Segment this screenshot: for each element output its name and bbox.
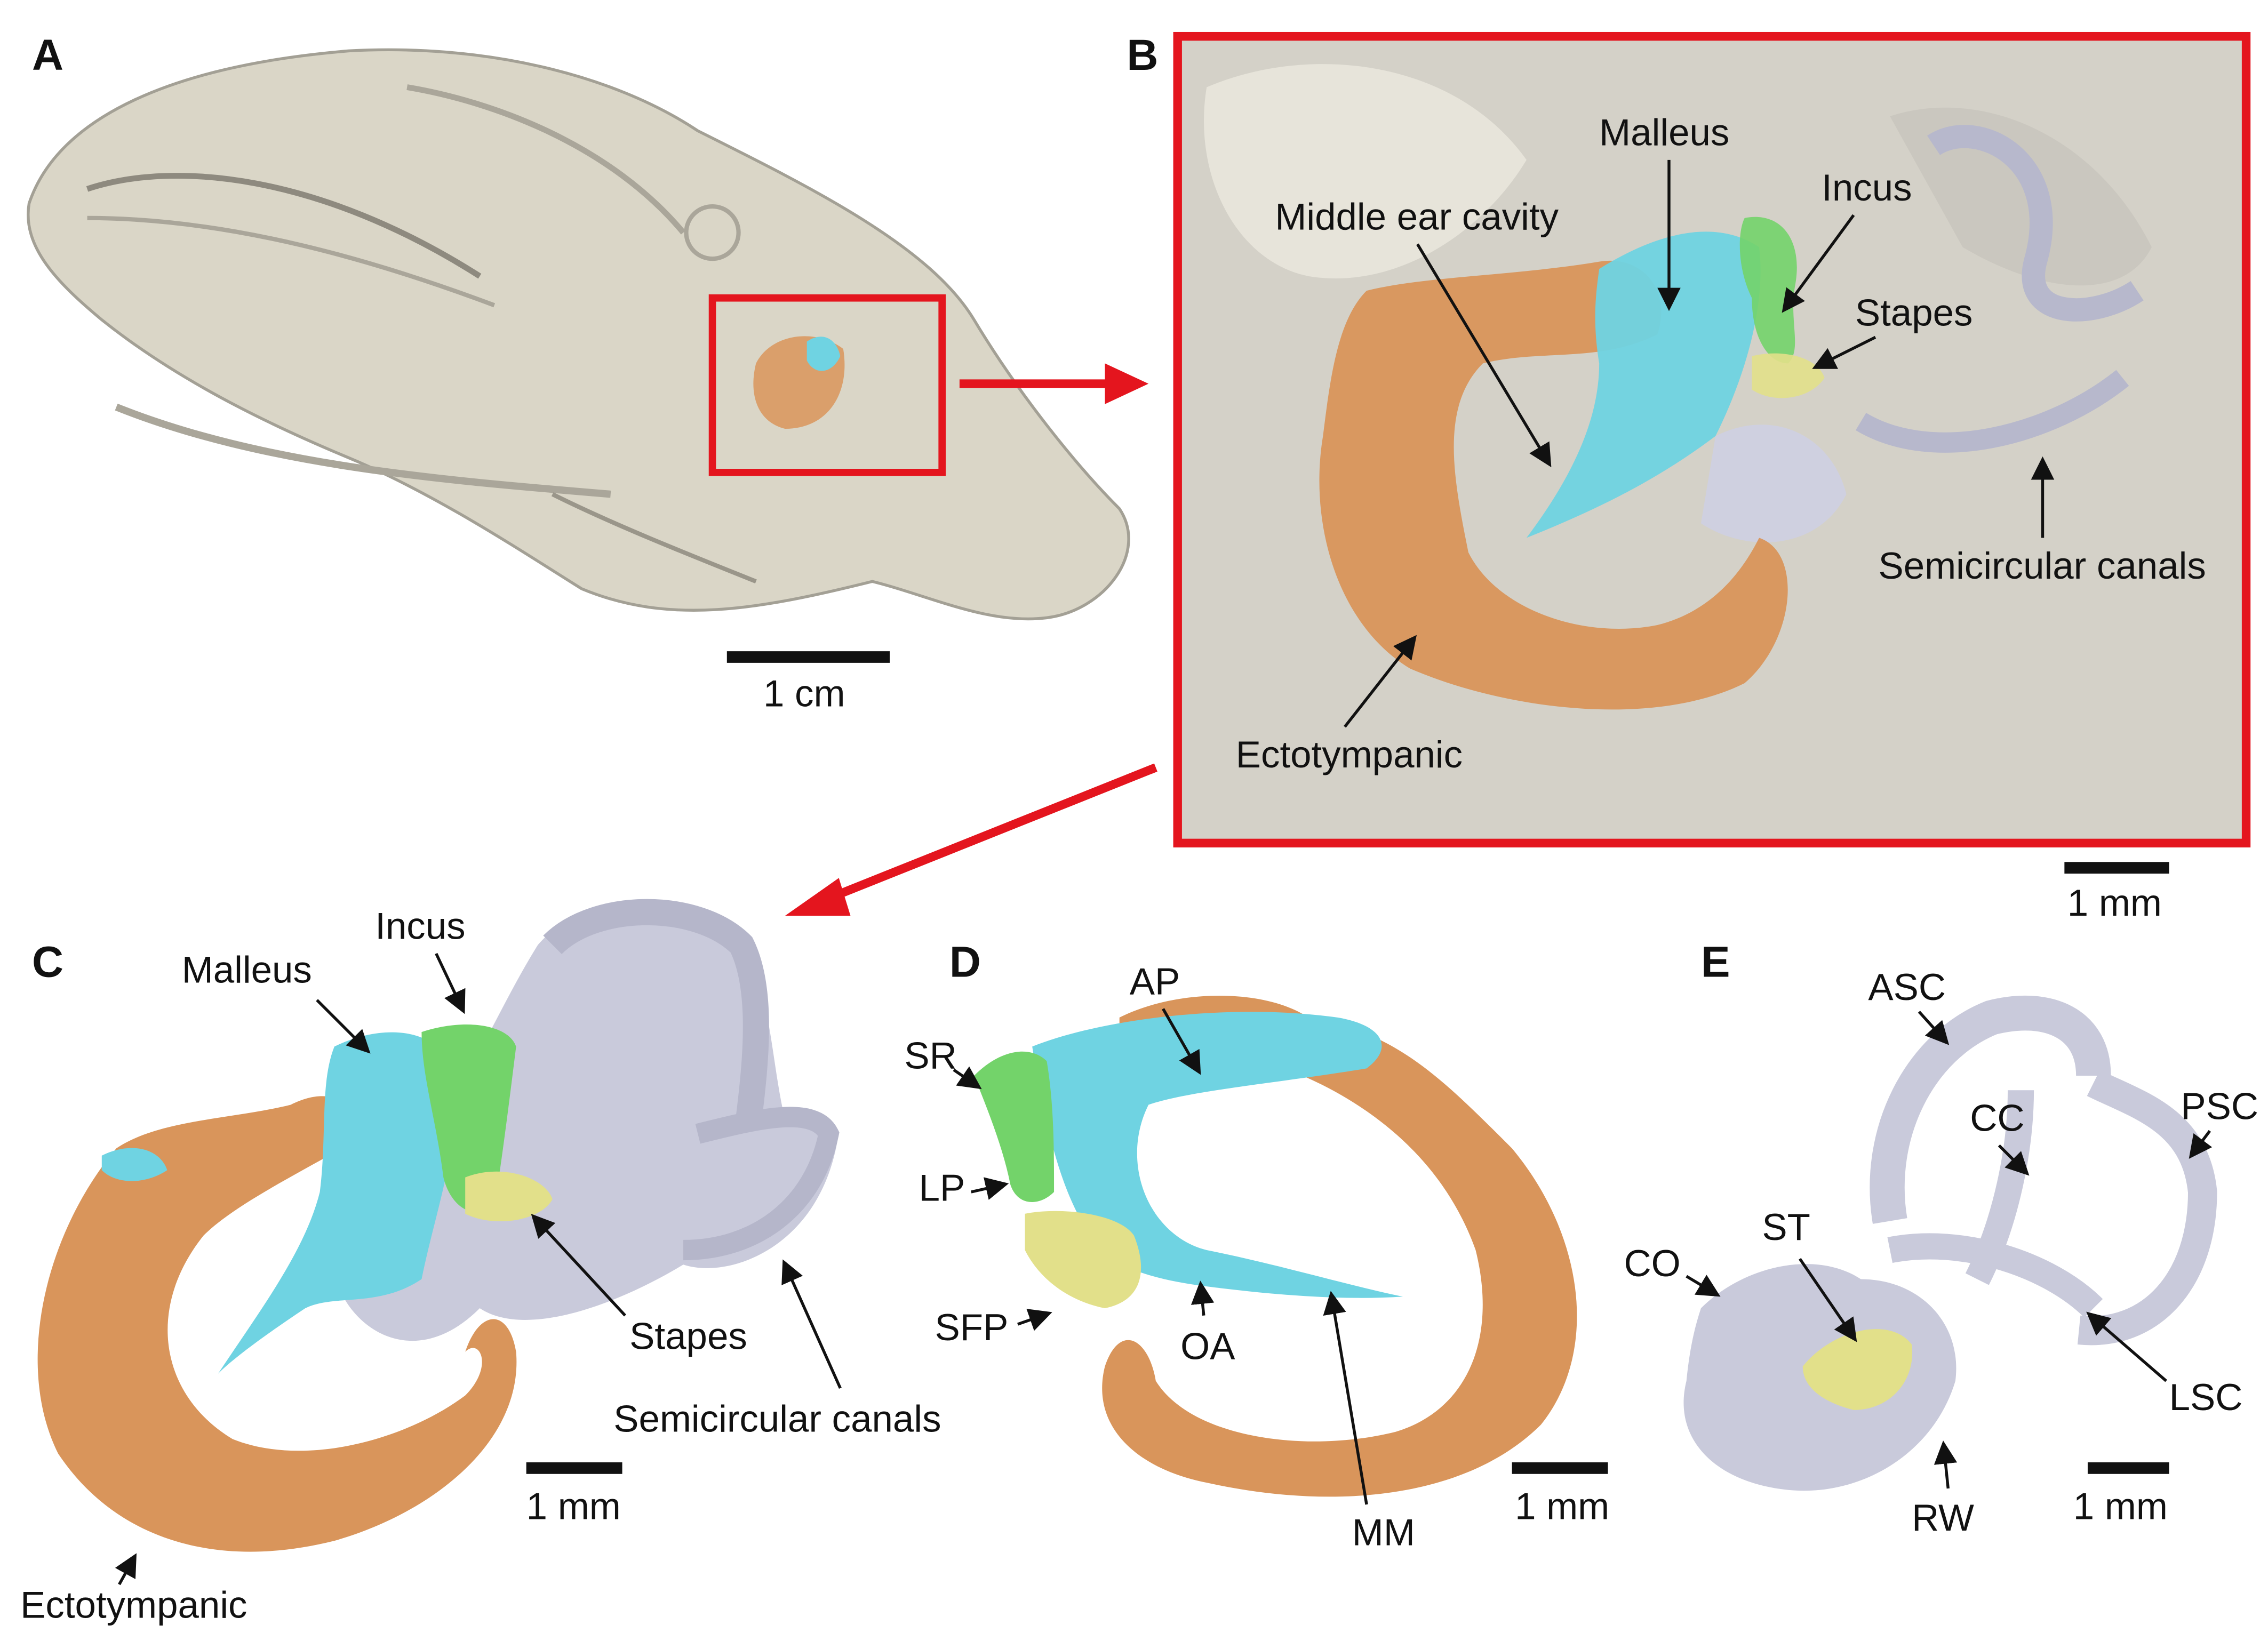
leader-e-cc: [1998, 1144, 2030, 1176]
label-d-ap: AP: [1130, 960, 1180, 1003]
panel-a-letter: A: [32, 31, 63, 79]
label-d-oa: OA: [1180, 1325, 1235, 1367]
leader-e-psc: [2189, 1130, 2213, 1159]
panel-e: E ASC PSC CC CO ST LSC RW 1 mm: [1624, 938, 2258, 1539]
label-e-rw: RW: [1912, 1497, 1974, 1539]
panel-c: C Malleus Incus Stapes Semicircular cana…: [20, 899, 941, 1627]
panel-b: B Malleus Middle ear cavity Incus Stapes…: [1127, 31, 2251, 924]
leader-e-st: [1799, 1258, 1857, 1342]
scale-label-e: 1 mm: [2073, 1485, 2168, 1527]
label-b-stapes: Stapes: [1855, 292, 1973, 334]
zoom-render: [1204, 64, 2152, 710]
label-e-asc: ASC: [1868, 966, 1946, 1008]
leader-d-sr: [953, 1066, 982, 1090]
zoom-frame: [1173, 31, 2251, 848]
leader-e-lsc: [2086, 1311, 2167, 1382]
leader-d-ap: [1162, 1008, 1201, 1075]
label-c-malleus: Malleus: [182, 949, 312, 991]
leader-b-stapes: [1812, 335, 1876, 369]
panel-d: D AP SR LP SFP OA MM 1 mm: [904, 938, 1609, 1554]
panel-c-letter: C: [32, 938, 63, 987]
highlight-box: [708, 294, 946, 476]
leader-c-stapes: [531, 1214, 627, 1317]
panel-d-letter: D: [949, 938, 981, 987]
label-e-psc: PSC: [2181, 1086, 2258, 1128]
ossicles-render-d: [974, 996, 1577, 1497]
label-c-ectotympanic: Ectotympanic: [20, 1584, 247, 1627]
leader-d-mm: [1323, 1291, 1368, 1505]
label-c-incus: Incus: [375, 906, 465, 948]
inner-ear-render-e: [1683, 995, 2217, 1491]
panel-e-letter: E: [1701, 938, 1730, 987]
leader-d-sfp: [1017, 1309, 1052, 1331]
arrow-b-to-c: [827, 763, 1157, 903]
label-e-st: ST: [1762, 1206, 1810, 1248]
label-b-ectotympanic: Ectotympanic: [1236, 734, 1463, 776]
leader-b-middle-ear: [1416, 243, 1552, 468]
label-d-sr: SR: [904, 1035, 956, 1077]
leader-c-canals: [781, 1259, 842, 1389]
leader-c-incus: [435, 952, 466, 1014]
label-d-sfp: SFP: [935, 1307, 1009, 1349]
label-c-semicircular-canals: Semicircular canals: [613, 1398, 941, 1440]
label-d-mm: MM: [1352, 1511, 1415, 1554]
label-e-co: CO: [1624, 1243, 1680, 1285]
scale-label-a: 1 cm: [763, 673, 845, 715]
panel-a: A 1 cm: [27, 31, 1149, 715]
leader-b-ectotympanic: [1344, 635, 1417, 728]
label-c-stapes: Stapes: [629, 1315, 747, 1357]
label-b-semicircular-canals: Semicircular canals: [1878, 545, 2206, 587]
label-e-lsc: LSC: [2169, 1376, 2243, 1419]
panel-b-letter: B: [1127, 31, 1158, 79]
leader-d-lp: [971, 1177, 1009, 1200]
leader-b-incus: [1782, 214, 1855, 313]
label-b-middle-ear-cavity: Middle ear cavity: [1275, 196, 1559, 238]
leader-c-malleus: [316, 999, 371, 1054]
label-d-lp: LP: [919, 1167, 965, 1209]
label-b-incus: Incus: [1822, 167, 1912, 209]
arrow-b-to-c-head: [785, 878, 851, 916]
scale-label-d: 1 mm: [1515, 1485, 1609, 1527]
scale-label-b: 1 mm: [2067, 882, 2162, 924]
leader-e-rw: [1934, 1440, 1958, 1489]
leader-c-ectotympanic: [115, 1553, 137, 1586]
leader-d-oa: [1191, 1280, 1215, 1316]
leader-e-asc: [1918, 1011, 1950, 1045]
label-b-malleus: Malleus: [1599, 112, 1729, 154]
label-e-cc: CC: [1970, 1098, 2024, 1140]
zoom-arrow-head: [1105, 363, 1149, 404]
leader-e-co: [1686, 1275, 1721, 1297]
scale-label-c: 1 mm: [526, 1485, 621, 1527]
ear-render-c: [37, 899, 840, 1552]
skull-render: [27, 48, 1130, 621]
